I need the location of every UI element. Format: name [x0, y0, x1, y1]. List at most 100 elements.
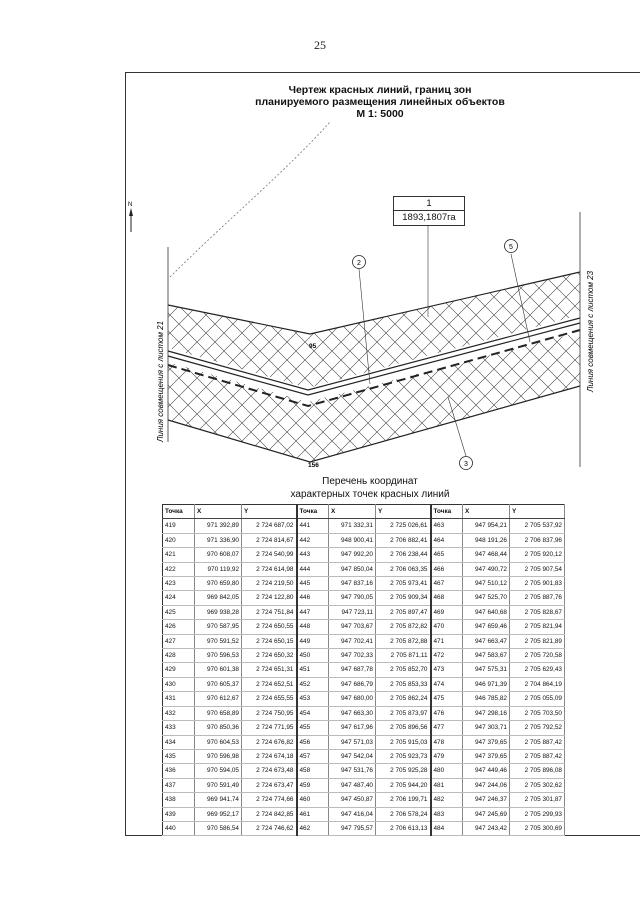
cell-point: 428: [162, 648, 195, 664]
cell-y: 2 705 896,08: [509, 763, 565, 779]
cell-x: 947 617,96: [328, 720, 376, 736]
cell-x: 970 605,37: [194, 677, 242, 693]
cell-y: 2 724 842,85: [241, 807, 298, 822]
cell-point: 478: [430, 735, 463, 750]
cell-point: 476: [430, 706, 463, 722]
cell-point: 445: [296, 576, 329, 592]
cell-point: 473: [430, 662, 463, 678]
cell-x: 970 591,52: [194, 634, 242, 650]
cell-point: 430: [162, 677, 195, 693]
cell-y: 2 705 862,24: [375, 691, 432, 707]
header-y: Y: [375, 504, 432, 520]
cell-y: 2 705 896,56: [375, 720, 432, 736]
cell-x: 947 243,42: [462, 821, 510, 837]
road-line-1: [167, 317, 581, 391]
zone-area: 1893,1807га: [402, 212, 456, 223]
cell-x: 947 416,04: [328, 807, 376, 822]
cell-point: 475: [430, 691, 463, 707]
cell-y: 2 705 537,92: [509, 518, 565, 534]
cell-point: 477: [430, 720, 463, 736]
cell-x: 969 941,74: [194, 792, 242, 808]
cell-x: 947 525,70: [462, 590, 510, 606]
cell-y: 2 706 837,96: [509, 533, 565, 549]
cell-point: 443: [296, 547, 329, 563]
cell-point: 463: [430, 518, 463, 534]
cell-y: 2 706 578,24: [375, 807, 432, 822]
cell-point: 467: [430, 576, 463, 592]
cell-point: 455: [296, 720, 329, 736]
cell-y: 2 705 821,89: [509, 634, 565, 650]
dashed-boundary-curve: [169, 121, 331, 278]
cell-y: 2 705 792,52: [509, 720, 565, 736]
cell-y: 2 705 871,11: [375, 648, 432, 664]
cell-x: 947 663,30: [328, 706, 376, 722]
cell-x: 947 303,71: [462, 720, 510, 736]
cell-point: 466: [430, 562, 463, 578]
cell-y: 2 705 299,93: [509, 807, 565, 822]
cell-point: 439: [162, 807, 195, 822]
header-y: Y: [509, 504, 565, 520]
cell-point: 424: [162, 590, 195, 606]
cell-x: 970 604,53: [194, 735, 242, 750]
header-y: Y: [241, 504, 298, 520]
header-point: Точка: [162, 504, 195, 520]
cell-point: 474: [430, 677, 463, 693]
cell-point: 441: [296, 518, 329, 534]
cell-y: 2 724 650,15: [241, 634, 298, 650]
cell-y: 2 705 973,41: [375, 576, 432, 592]
cell-x: 947 245,69: [462, 807, 510, 822]
cell-y: 2 724 687,02: [241, 518, 298, 534]
cell-x: 970 658,89: [194, 706, 242, 722]
cell-point: 468: [430, 590, 463, 606]
cell-x: 970 591,49: [194, 778, 242, 794]
cell-x: 947 850,04: [328, 562, 376, 578]
cell-y: 2 724 122,80: [241, 590, 298, 606]
cell-y: 2 705 872,82: [375, 619, 432, 635]
cell-point: 482: [430, 792, 463, 808]
cell-y: 2 705 720,58: [509, 648, 565, 664]
zone-area-box: 1 1893,1807га: [393, 196, 465, 226]
callout-5: 5: [504, 239, 531, 343]
cell-y: 2 724 676,82: [241, 735, 298, 750]
cell-point: 479: [430, 749, 463, 765]
red-line-lower: [167, 385, 581, 463]
cell-y: 2 706 613,13: [375, 821, 432, 837]
cell-y: 2 705 901,83: [509, 576, 565, 592]
cell-point: 435: [162, 749, 195, 765]
cell-y: 2 705 872,88: [375, 634, 432, 650]
cell-y: 2 705 852,70: [375, 662, 432, 678]
cell-x: 947 663,47: [462, 634, 510, 650]
cell-x: 947 703,67: [328, 619, 376, 635]
cell-x: 970 596,53: [194, 648, 242, 664]
cell-x: 947 795,57: [328, 821, 376, 837]
cell-point: 462: [296, 821, 329, 837]
cell-x: 946 785,82: [462, 691, 510, 707]
cell-point: 451: [296, 662, 329, 678]
cell-point: 421: [162, 547, 195, 563]
cell-y: 2 724 650,32: [241, 648, 298, 664]
cell-y: 2 724 674,18: [241, 749, 298, 765]
cell-point: 420: [162, 533, 195, 549]
cell-y: 2 705 703,50: [509, 706, 565, 722]
cell-y: 2 724 750,95: [241, 706, 298, 722]
cell-y: 2 705 301,87: [509, 792, 565, 808]
cell-point: 426: [162, 619, 195, 635]
cell-y: 2 706 063,35: [375, 562, 432, 578]
red-line-upper: [167, 271, 581, 335]
cell-y: 2 724 673,47: [241, 778, 298, 794]
cell-y: 2 705 828,67: [509, 605, 565, 621]
cell-point: 456: [296, 735, 329, 750]
zone-number: 1: [394, 197, 464, 211]
cell-point: 454: [296, 706, 329, 722]
cell-y: 2 705 920,12: [509, 547, 565, 563]
cell-y: 2 706 882,41: [375, 533, 432, 549]
cell-y: 2 705 873,97: [375, 706, 432, 722]
cell-x: 947 510,12: [462, 576, 510, 592]
cell-x: 947 723,11: [328, 605, 376, 621]
